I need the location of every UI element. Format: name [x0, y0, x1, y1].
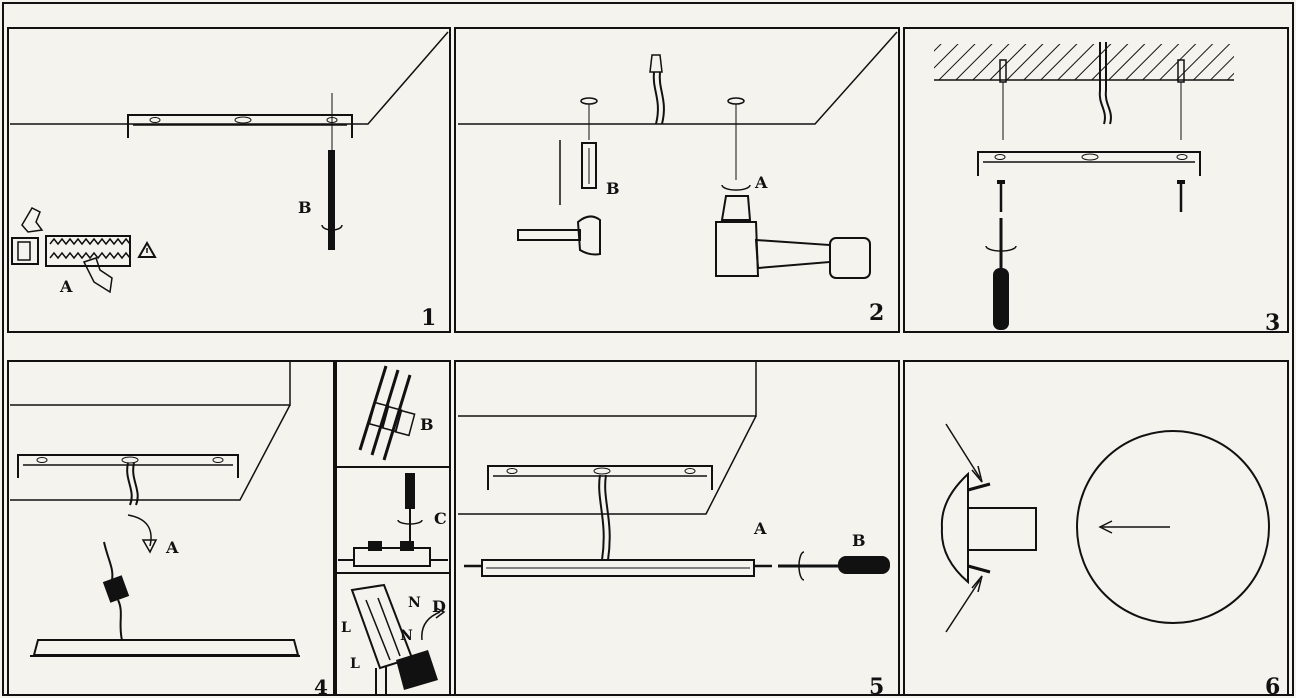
mounting-bracket	[127, 114, 353, 138]
terminal-cover-icon	[350, 583, 446, 695]
label-a: A	[753, 519, 767, 538]
panel-5-frame	[454, 360, 900, 696]
glass-globe	[1076, 430, 1270, 624]
label-l: L	[341, 620, 351, 636]
label-n: N	[400, 628, 413, 644]
ceiling-hatching	[934, 44, 1234, 81]
ceiling-edge	[10, 362, 291, 501]
label-n: N	[408, 595, 421, 611]
hammer-icon	[517, 215, 601, 256]
lamp-panel	[30, 639, 300, 657]
screwdriver-icon	[778, 551, 890, 581]
label-a: A	[165, 538, 179, 557]
panel-4: A 4 B	[7, 360, 451, 698]
arrow-icon	[1098, 520, 1170, 534]
panel-6-frame	[903, 360, 1289, 696]
label-l: L	[350, 656, 360, 672]
warning-icon	[137, 240, 157, 258]
screw-icon	[997, 180, 1185, 212]
curved-arrow-icon	[127, 514, 158, 554]
inset-d-frame	[335, 572, 451, 696]
label-a: A	[754, 173, 768, 192]
wall-plug	[559, 97, 598, 205]
panel-3-frame	[903, 27, 1289, 333]
wall-plug	[999, 59, 1185, 140]
label-b: B	[298, 198, 312, 217]
inset-b-frame	[335, 360, 451, 468]
ceiling-cable	[1098, 42, 1112, 125]
hand-icon	[21, 207, 113, 294]
screwdriver-icon	[985, 218, 1017, 330]
label-c: C	[434, 509, 447, 528]
label-b: B	[420, 415, 434, 434]
panel-2-frame	[454, 27, 900, 333]
panel-1: B A 1	[7, 27, 451, 333]
panel-3: 3	[903, 27, 1289, 336]
label-a: A	[59, 277, 73, 296]
ceiling-edge	[458, 31, 898, 125]
panel-6: 6	[903, 360, 1289, 698]
mounting-bracket	[977, 151, 1201, 176]
lamp-panel	[464, 559, 772, 577]
supply-cable	[126, 462, 139, 506]
drill-icon	[715, 97, 871, 279]
wire-connector-icon	[358, 365, 416, 461]
label-d: D	[432, 597, 446, 616]
panel-4-number: 4	[314, 675, 328, 698]
label-b: B	[852, 531, 866, 550]
label-b: B	[606, 179, 620, 198]
panel-6-number: 6	[1265, 674, 1280, 698]
terminal-screw-icon	[338, 473, 448, 567]
panel-3-number: 3	[1265, 310, 1280, 336]
lamp-cap	[940, 471, 1037, 585]
panel-2: B A 2	[454, 27, 900, 333]
panel-4-frame	[7, 360, 335, 696]
arrow-icon	[945, 423, 983, 633]
panel-1-number: 1	[421, 305, 436, 331]
ceiling-cable	[649, 54, 665, 125]
panel-5-number: 5	[869, 674, 884, 698]
ceiling-edge	[10, 31, 449, 125]
ceiling-edge	[458, 362, 757, 515]
panel-5: A B 5	[454, 360, 900, 698]
supply-cable	[598, 474, 611, 561]
panel-1-frame	[7, 27, 451, 333]
terminal-block	[11, 235, 131, 267]
panel-2-number: 2	[869, 300, 884, 326]
connector-block	[102, 541, 130, 641]
drill-mark-pencil	[321, 93, 343, 250]
